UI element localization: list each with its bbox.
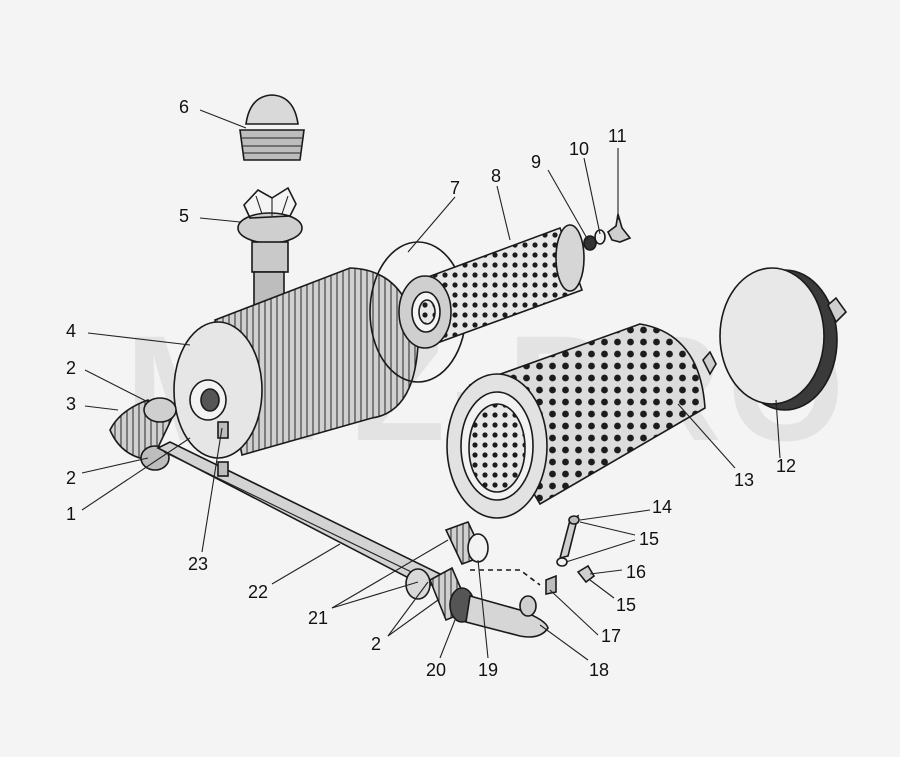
callout-19: 19 — [478, 660, 498, 680]
callout-4: 4 — [66, 321, 76, 341]
callout-16: 16 — [626, 562, 646, 582]
callout-2-top: 2 — [66, 358, 76, 378]
part-3-hose — [109, 397, 177, 471]
callout-5: 5 — [179, 206, 189, 226]
callout-9: 9 — [531, 152, 541, 172]
callout-6: 6 — [179, 97, 189, 117]
callout-15-top: 15 — [639, 529, 659, 549]
callout-3: 3 — [66, 394, 76, 414]
part-8-inner-filter — [398, 224, 585, 349]
part-12-cover — [702, 267, 848, 411]
callout-11: 11 — [608, 126, 627, 146]
callout-17: 17 — [601, 626, 621, 646]
part-13-outer-filter — [446, 323, 706, 519]
callout-22: 22 — [248, 582, 268, 602]
callout-21: 21 — [308, 608, 328, 628]
part-18-pipe-end — [519, 595, 537, 617]
callout-14: 14 — [652, 497, 672, 517]
callout-7: 7 — [450, 178, 460, 198]
callout-18: 18 — [589, 660, 609, 680]
part-4-housing — [173, 267, 419, 459]
callout-13: 13 — [734, 470, 754, 490]
callout-20: 20 — [426, 660, 446, 680]
callout-2-left: 2 — [66, 468, 76, 488]
callout-23: 23 — [188, 554, 208, 574]
callout-12: 12 — [776, 456, 796, 476]
callout-labels: 6 5 7 8 9 10 11 4 2 3 2 1 13 12 14 15 16… — [66, 97, 796, 680]
callout-10: 10 — [569, 139, 589, 159]
parts-9-10-11-fasteners — [583, 213, 632, 251]
parts-14-17-fittings — [545, 514, 596, 595]
callout-2-bottom: 2 — [371, 634, 381, 654]
callout-8: 8 — [491, 166, 501, 186]
leader-lines — [81, 109, 781, 661]
callout-1: 1 — [66, 504, 76, 524]
callout-15-bottom: 15 — [616, 595, 636, 615]
part-6-cap — [239, 94, 305, 161]
